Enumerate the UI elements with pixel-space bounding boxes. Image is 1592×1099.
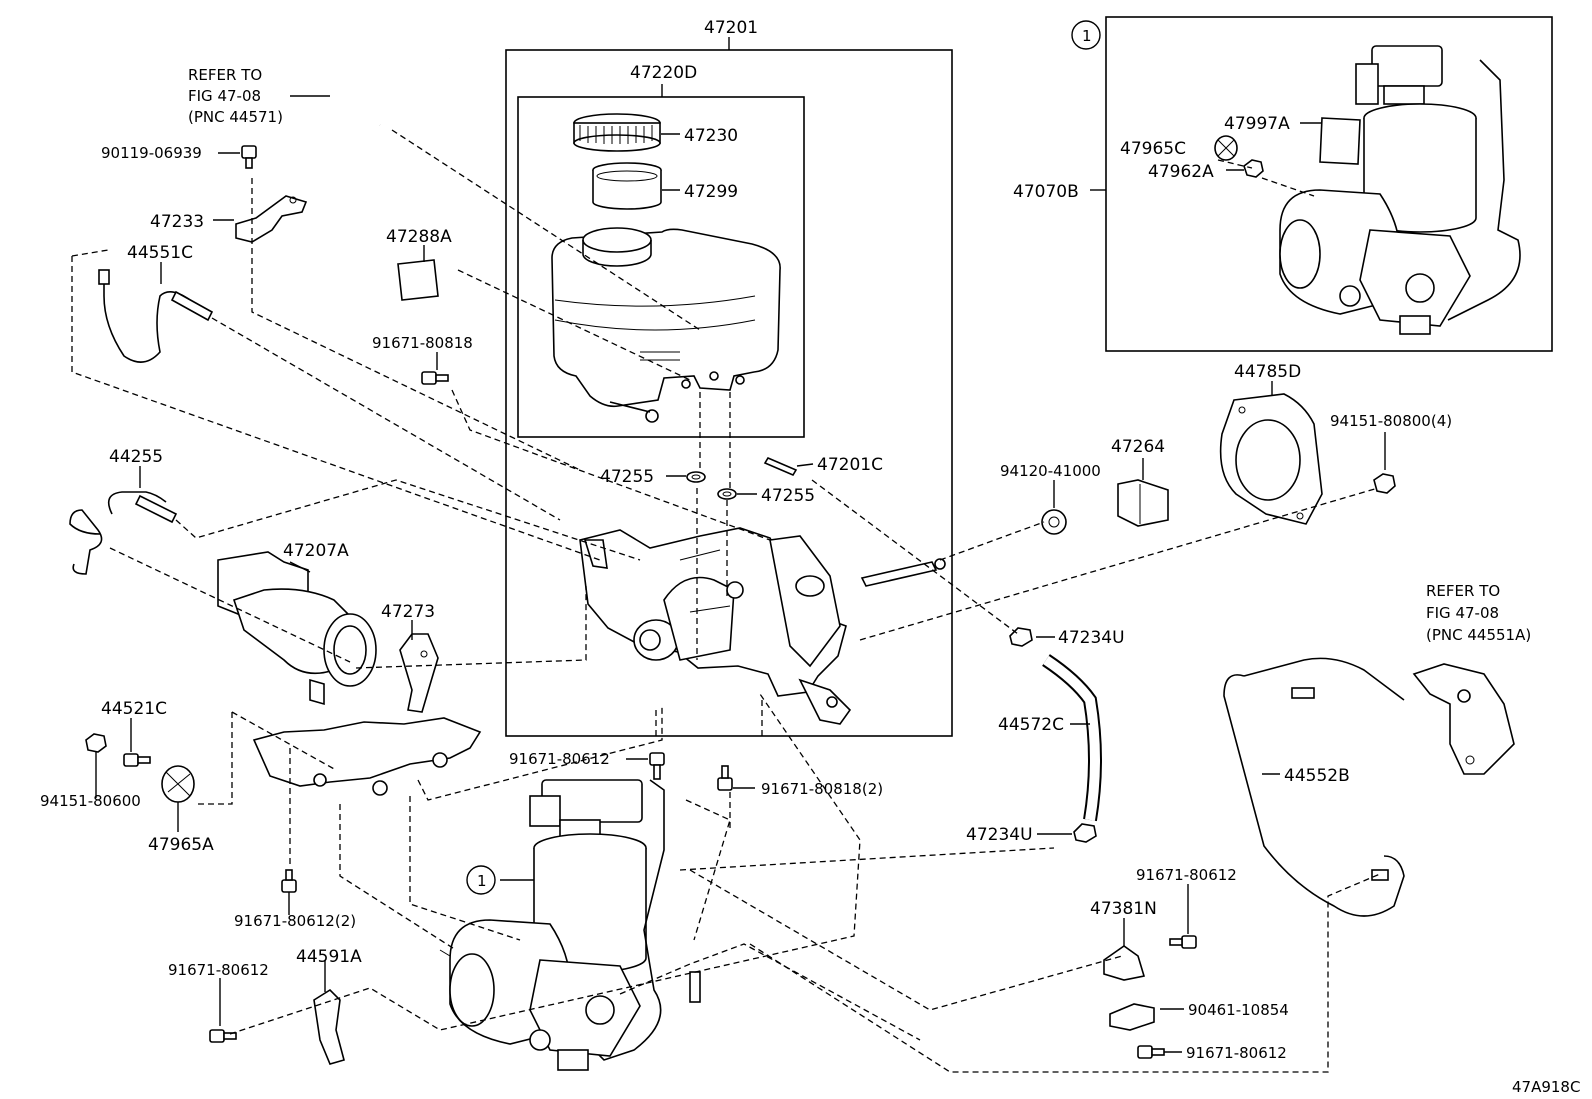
bracket-47264-drawing [1117,479,1169,527]
bolt-90119-06939-drawing [241,145,257,169]
refer-44571-line2: FIG 47-08 [188,87,261,105]
label-47070B: 47070B [1013,182,1079,202]
figure-code: 47A918C [1512,1078,1580,1096]
bracket-47273-drawing [399,633,439,713]
bracket-47381N-drawing [1103,945,1146,981]
mounting-bracket-drawing [252,717,482,796]
label-47201: 47201 [704,18,758,38]
gasket-44785D-drawing [1219,393,1323,525]
bolt-91671-80818-2-drawing [717,765,733,791]
label-94120-41000: 94120-41000 [1000,462,1101,480]
label-47962A: 47962A [1148,162,1214,182]
label-47273: 47273 [381,602,435,622]
refer-44551A-line1: REFER TO [1426,582,1500,600]
stroke-simulator-47207A-drawing [217,551,377,706]
label-91671-80818: 91671-80818 [372,334,473,352]
label-47264: 47264 [1111,437,1165,457]
part-labels: 47201 47220D 47230 47299 47288A 91671-80… [40,18,1580,1096]
label-91671-80818-2: 91671-80818(2) [761,780,883,798]
insulator-47965A-drawing [161,765,195,803]
label-plate-47288A-drawing [397,259,439,301]
label-91671-80612-2: 91671-80612(2) [234,912,356,930]
clip-47234U-lower-drawing [1073,823,1097,843]
callout-circle-1-upper [1071,20,1101,50]
tube-44552B-drawing [1223,657,1405,917]
refer-44571-line1: REFER TO [188,66,262,84]
nut-94151-80800-drawing [1373,473,1396,494]
actuator-detail-drawing [1279,45,1521,335]
grommet-47255-b-drawing [717,488,737,500]
bracket-44551A-drawing [1412,663,1515,775]
label-47255-a: 47255 [600,467,654,487]
label-94151-80800-4: 94151-80800(4) [1330,412,1452,430]
callout-circle-1-lower [466,865,496,895]
callout-1-lower-text: 1 [477,872,487,890]
tube-44551C-drawing [98,269,214,363]
brake-actuator-assembly-drawing [439,779,701,1071]
label-91671-80612-d: 91671-80612 [1186,1044,1287,1062]
label-47255-b: 47255 [761,486,815,506]
label-91671-80612-c: 91671-80612 [1136,866,1237,884]
label-44591A: 44591A [296,947,362,967]
label-44785D: 44785D [1234,362,1301,382]
label-47288A: 47288A [386,227,452,247]
master-cylinder-drawing [579,527,946,725]
reservoir-tank-drawing [551,227,781,423]
label-44552B: 44552B [1284,766,1350,786]
reservoir-strainer-drawing [592,162,662,210]
label-47220D: 47220D [630,63,697,83]
label-47381N: 47381N [1090,899,1157,919]
bolt-91671-80612-c-drawing [1169,935,1197,949]
bolt-44521C-drawing [123,753,151,767]
hose-44571-drawing [336,55,451,128]
label-47233: 47233 [150,212,204,232]
label-44572C: 44572C [998,715,1064,735]
nut-94151-80600-drawing [85,733,107,753]
label-91671-80612-b: 91671-80612 [509,750,610,768]
grommet-47255-a-drawing [686,471,706,483]
label-44551C: 44551C [127,243,193,263]
bolt-91671-80612-d-drawing [1137,1045,1165,1059]
label-47207A: 47207A [283,541,349,561]
label-47234U-b: 47234U [966,825,1033,845]
reservoir-subassembly-box [517,96,805,438]
reservoir-cap-drawing [573,113,661,152]
connection-lines [71,129,1381,1073]
refer-44551A-line2: FIG 47-08 [1426,604,1499,622]
hose-44572C-drawing [1042,654,1102,822]
refer-44571-line3: (PNC 44571) [188,108,283,126]
actuator-detail-box [1105,16,1553,352]
bolt-91671-80818-drawing [421,371,449,385]
label-47230: 47230 [684,126,738,146]
label-47997A-drawing [1319,117,1361,165]
bracket-47233-drawing [235,195,308,243]
refer-44551A-line3: (PNC 44551A) [1426,626,1531,644]
bolt-91671-80612-b-drawing [649,752,665,780]
label-44255: 44255 [109,447,163,467]
label-90461-10854: 90461-10854 [1188,1001,1289,1019]
clip-90461-10854-drawing [1109,1003,1155,1031]
label-47965C: 47965C [1120,139,1186,159]
label-91671-80612-a: 91671-80612 [168,961,269,979]
label-47201C: 47201C [817,455,883,475]
label-90119-06939: 90119-06939 [101,144,202,162]
insulator-47965C-drawing [1214,135,1238,161]
label-47997A: 47997A [1224,114,1290,134]
tube-44255-drawing [69,491,178,575]
pin-47201C-drawing [763,456,798,477]
label-47234U-a: 47234U [1058,628,1125,648]
label-94151-80600: 94151-80600 [40,792,141,810]
label-44521C: 44521C [101,699,167,719]
callout-1-upper-text: 1 [1082,27,1092,45]
bolt-91671-80612-2-drawing [281,869,297,893]
clip-44591A-drawing [313,988,345,1065]
label-47299: 47299 [684,182,738,202]
label-47965A: 47965A [148,835,214,855]
nut-47962A-drawing [1243,159,1264,178]
bolt-91671-80612-a-drawing [209,1029,237,1043]
bushing-94120-41000-drawing [1041,509,1067,535]
